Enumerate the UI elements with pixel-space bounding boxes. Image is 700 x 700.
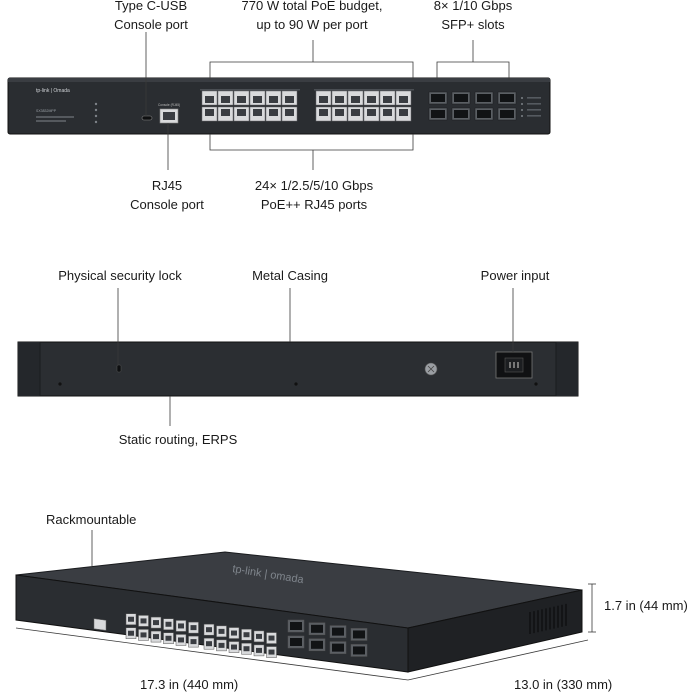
front-brand: tp-link | Omada — [36, 88, 70, 94]
sfp-port-array — [428, 91, 517, 121]
rear-panel — [17, 341, 579, 397]
type-c-console-port — [141, 115, 153, 121]
console-port-label: Console (RJ45) — [158, 103, 180, 107]
callout-sfp-slots: 8× 1/10 Gbps SFP+ slots — [433, 0, 513, 32]
rj45-port-array — [200, 89, 414, 122]
callout-rj45-ports: 24× 1/2.5/5/10 Gbps PoE++ RJ45 ports — [254, 178, 374, 212]
front-model: SX3832MPP — [36, 109, 57, 113]
security-lock-slot — [116, 364, 122, 373]
dimension-height: 1.7 in (44 mm) — [604, 598, 688, 613]
angled-console-port — [93, 618, 107, 631]
front-panel: tp-link | Omada SX3832MPP Console (RJ45) — [7, 77, 551, 135]
callout-security-lock: Physical security lock — [58, 268, 182, 283]
callout-power-input: Power input — [480, 268, 550, 283]
callout-rj45-console: RJ45 Console port — [130, 178, 204, 212]
front-leader-lines — [145, 32, 510, 170]
callout-static-routing: Static routing, ERPS — [118, 432, 238, 447]
dimension-depth: 13.0 in (330 mm) — [514, 677, 613, 692]
callout-type-c-console: Type C-USB Console port — [114, 0, 188, 32]
callout-poe-budget: 770 W total PoE budget, up to 90 W per p… — [241, 0, 383, 32]
callout-metal-casing: Metal Casing — [252, 268, 328, 283]
rear-leader-lines — [117, 288, 514, 426]
dimension-lines — [15, 530, 596, 681]
callout-rackmountable: Rackmountable — [46, 512, 137, 527]
angled-switch: tp-link | omada — [15, 551, 583, 673]
dimension-width: 17.3 in (440 mm) — [140, 677, 239, 692]
